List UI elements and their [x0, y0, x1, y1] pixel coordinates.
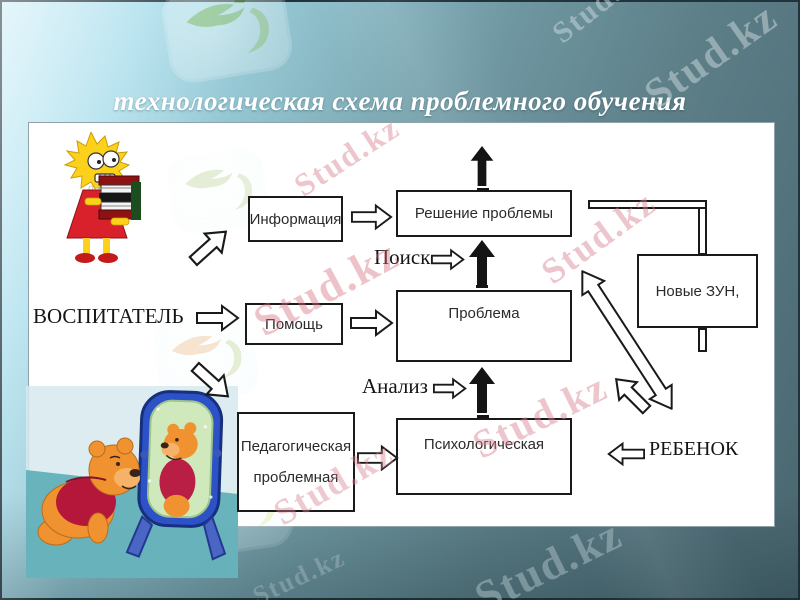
lisa-with-books-image	[53, 132, 147, 268]
child-input-arrow	[607, 441, 645, 467]
slide-title: технологическая схема проблемного обучен…	[113, 86, 687, 116]
double-headed-exchange-arrow	[568, 262, 685, 419]
help-to-problem-arrow	[350, 307, 394, 339]
psychological-box: Психологическая	[396, 418, 572, 495]
teacher-to-pedagogical-arrow	[183, 354, 240, 410]
pooh-reflection	[159, 422, 198, 517]
information-to-solution-arrow	[351, 202, 393, 232]
pedagogical-line2: проблемная	[253, 469, 339, 486]
arrow-dash	[476, 285, 488, 288]
teacher-to-help-arrow	[196, 303, 240, 333]
arrow-dash	[477, 415, 489, 418]
connector-vertical-bar	[698, 207, 707, 255]
search-label: Поиск	[374, 245, 431, 269]
problem-to-solution-arrow	[469, 240, 495, 286]
analysis-arrow	[432, 377, 468, 400]
teacher-to-information-arrow	[181, 218, 238, 274]
psychological-to-problem-arrow	[469, 367, 495, 413]
search-arrow	[430, 248, 466, 271]
studkz-watermark: Stud.kz	[248, 542, 350, 600]
child-upward-arrow	[603, 366, 658, 421]
help-box: Помощь	[245, 303, 343, 345]
pedagogical-to-psychological-arrow	[357, 442, 399, 474]
information-box: Информация	[248, 196, 343, 242]
solution-box: Решение проблемы	[396, 190, 572, 237]
child-label: РЕБЕНОК	[649, 438, 739, 460]
arrow-dash	[477, 188, 489, 191]
studkz-watermark: Stud.kz	[546, 0, 655, 50]
mirror	[125, 390, 227, 561]
connector-stub-bar	[698, 328, 707, 352]
pooh-bear	[37, 437, 141, 546]
pedagogical-box: Педагогическая проблемная	[237, 412, 355, 512]
new-zun-box: Новые ЗУН,	[637, 254, 758, 328]
problem-box: Проблема	[396, 290, 572, 362]
studkz-logo-icon	[161, 0, 293, 83]
analysis-label: Анализ	[362, 374, 428, 398]
teacher-label: ВОСПИТАТЕЛЬ	[33, 304, 184, 328]
hummingbird-icon	[186, 0, 269, 54]
book-stack	[98, 175, 141, 220]
pooh-mirror-image	[26, 386, 238, 578]
pedagogical-line1: Педагогическая	[240, 438, 352, 455]
connector-horizontal-bar	[588, 200, 707, 209]
solution-output-arrow	[469, 146, 495, 186]
